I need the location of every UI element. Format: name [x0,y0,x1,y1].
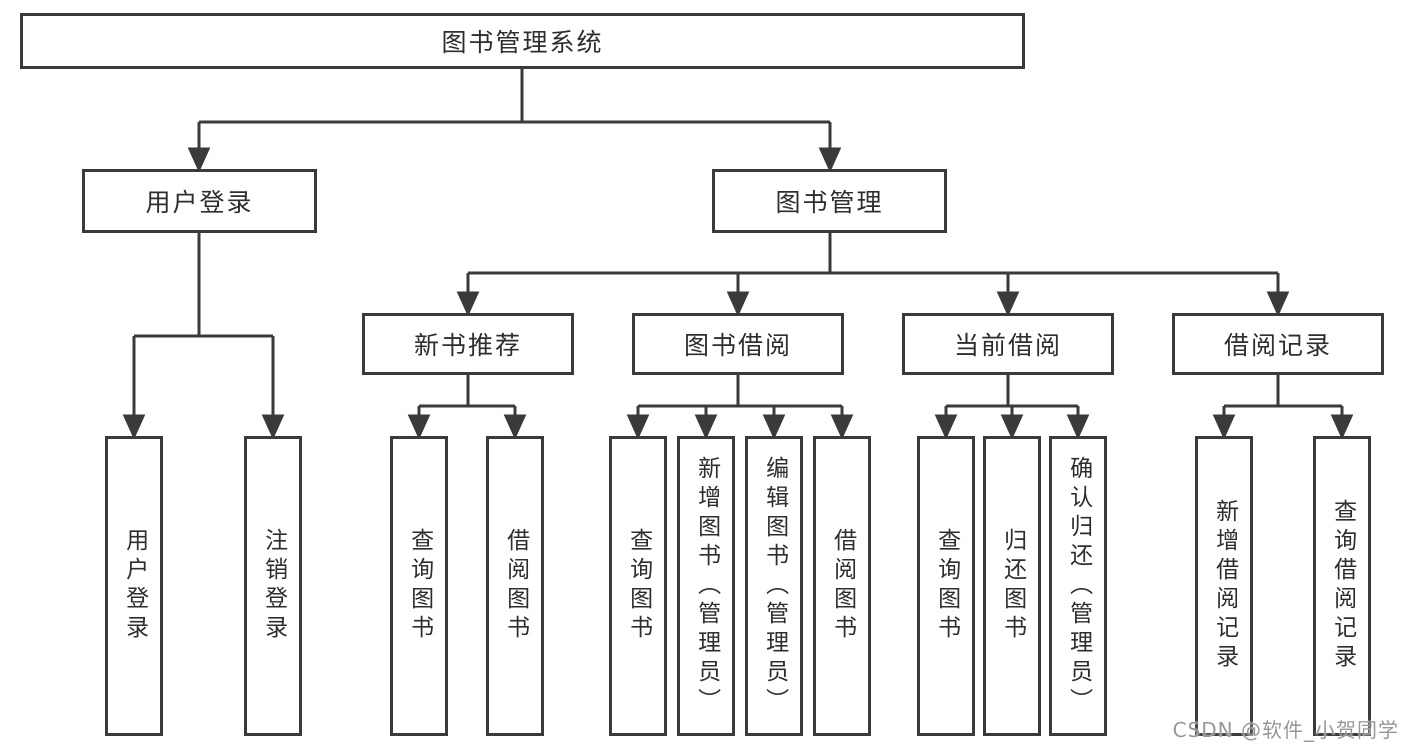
leaf-label: 查询借阅记录 [1329,499,1356,673]
leaf-bb-edit-books-admin: 编辑图书（管理员） [745,436,803,736]
leaf-label: 编辑图书（管理员） [761,455,788,717]
leaf-label: 借阅图书 [829,528,856,644]
leaf-br-query-record: 查询借阅记录 [1313,436,1371,736]
node-borrow-records: 借阅记录 [1172,313,1384,375]
node-user-login-branch: 用户登录 [82,169,317,233]
connector-current-borrow-children [934,375,1090,440]
leaf-label: 查询图书 [933,528,960,644]
connector-borrow-records-children [1212,375,1354,440]
connector-root-to-branches [187,68,842,173]
node-label: 图书管理 [775,188,884,217]
node-label: 图书借阅 [683,331,792,360]
leaf-label: 查询图书 [625,528,652,644]
leaf-label: 归还图书 [999,528,1026,644]
leaf-label: 新增借阅记录 [1211,499,1238,673]
node-new-book-recommend: 新书推荐 [362,313,574,375]
leaf-label: 用户登录 [121,528,148,644]
connector-new-book-recommend-children [407,375,527,440]
node-label: 新书推荐 [413,331,522,360]
node-book-borrow: 图书借阅 [632,313,844,375]
leaf-label: 查询图书 [406,528,433,644]
leaf-bb-query-books: 查询图书 [609,436,667,736]
node-label: 图书管理系统 [441,28,604,57]
leaf-bb-borrow-books: 借阅图书 [813,436,871,736]
node-label: 借阅记录 [1223,331,1332,360]
node-book-management-branch: 图书管理 [712,169,947,233]
leaf-user-login: 用户登录 [105,436,163,736]
connector-book-management-modules [456,233,1290,317]
leaf-label: 确认归还（管理员） [1065,455,1092,717]
leaf-logout: 注销登录 [244,436,302,736]
node-label: 当前借阅 [953,331,1062,360]
leaf-nb-borrow-books: 借阅图书 [486,436,544,736]
leaf-cb-confirm-return-admin: 确认归还（管理员） [1049,436,1107,736]
leaf-cb-query-books: 查询图书 [917,436,975,736]
leaf-label: 新增图书（管理员） [693,455,720,717]
leaf-br-add-record: 新增借阅记录 [1195,436,1253,736]
node-root-library-system: 图书管理系统 [20,13,1025,69]
connector-user-login-children [122,233,285,440]
node-label: 用户登录 [145,188,254,217]
leaf-label: 借阅图书 [502,528,529,644]
connector-book-borrow-children [626,375,854,440]
leaf-nb-query-books: 查询图书 [390,436,448,736]
leaf-label: 注销登录 [260,528,287,644]
node-current-borrow: 当前借阅 [902,313,1114,375]
csdn-watermark: CSDN @软件_小贺同学 [1172,718,1399,742]
leaf-bb-add-books-admin: 新增图书（管理员） [677,436,735,736]
leaf-cb-return-books: 归还图书 [983,436,1041,736]
